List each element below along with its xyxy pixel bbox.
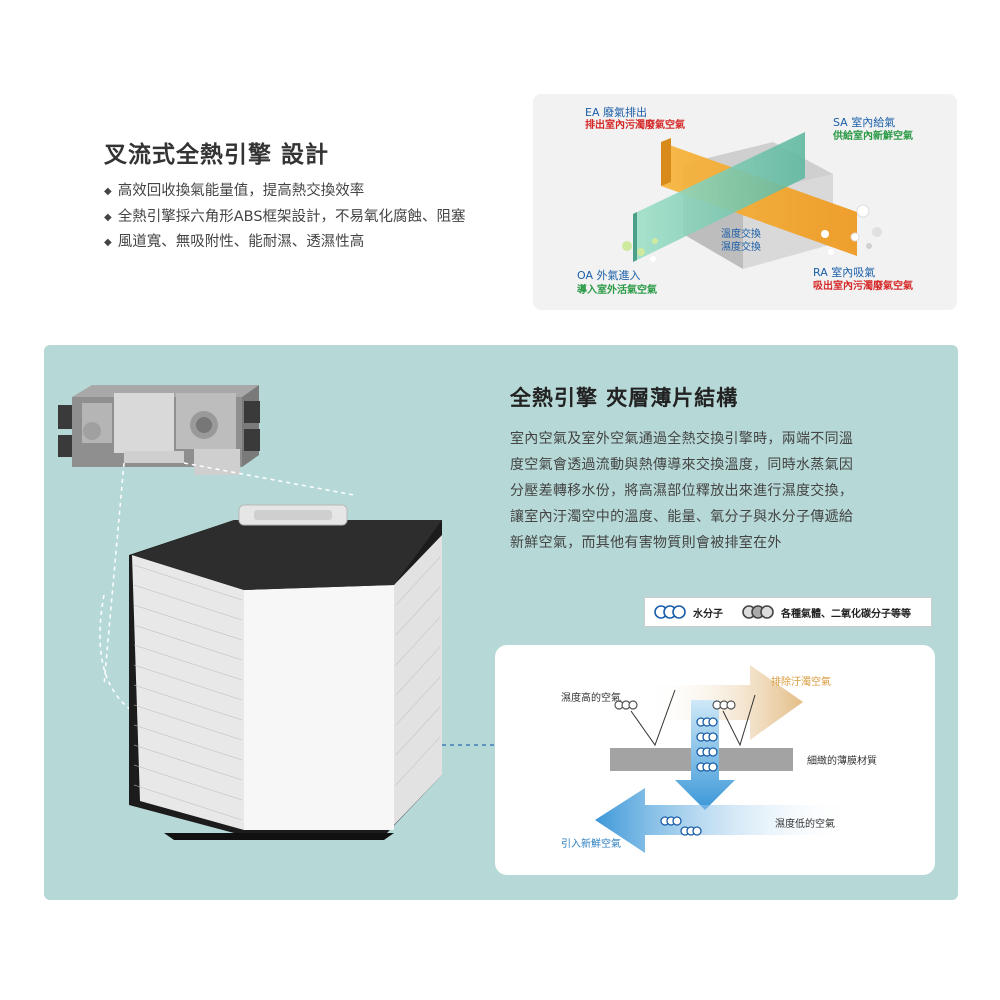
ea-sublabel: 排出室內污濁廢氣空氣 <box>585 120 685 131</box>
diamond-bullet-icon: ◆ <box>104 237 112 248</box>
crossflow-diagram: EA 廢氣排出 排出室內污濁廢氣空氣 SA 室內給氣 供給室內新鮮空氣 溫度交換… <box>533 94 957 310</box>
center-label-humidity: 濕度交換 <box>721 242 761 253</box>
engine-description: 室內空氣及室外空氣通過全熱交換引擎時，兩端不同溫 度空氣會透過流動與熱傳導來交換… <box>510 431 854 551</box>
membrane-illustration <box>595 665 855 853</box>
feature-item: ◆全熱引擎採六角形ABS框架設計，不易氧化腐蝕、阻塞 <box>104 205 466 231</box>
diamond-bullet-icon: ◆ <box>104 186 112 197</box>
gas-molecule-icon <box>742 605 774 619</box>
low-humidity-label: 濕度低的空氣 <box>775 819 835 830</box>
ra-label: RA 室內吸氣 <box>813 266 876 279</box>
feature-item: ◆風道寬、無吸附性、能耐濕、透濕性高 <box>104 230 466 256</box>
ra-sublabel: 吸出室內污濁廢氣空氣 <box>813 281 913 292</box>
ea-label: EA 廢氣排出 <box>585 106 647 119</box>
oa-sublabel: 導入室外活氣空氣 <box>577 285 657 296</box>
feature-item: ◆高效回收換氣能量值，提高熱交換效率 <box>104 179 466 205</box>
ventilation-unit-image <box>58 385 260 475</box>
crossflow-illustration <box>622 132 882 269</box>
hexagonal-core-image <box>129 504 442 840</box>
fresh-air-label: 引入新鮮空氣 <box>561 839 621 850</box>
high-humidity-label: 濕度高的空氣 <box>561 693 621 704</box>
section-title-engine: 全熱引擎 夾層薄片結構 <box>510 386 739 410</box>
legend-gases-label: 各種氣體、二氧化碳分子等等 <box>781 608 911 620</box>
membrane-diagram: 濕度高的空氣 排除汙濁空氣 細緻的薄膜材質 濕度低的空氣 引入新鮮空氣 <box>495 645 935 875</box>
heat-exchanger-illustration <box>58 385 502 840</box>
sa-label: SA 室內給氣 <box>833 116 896 129</box>
membrane-label: 細緻的薄膜材質 <box>807 756 877 767</box>
legend-water-label: 水分子 <box>693 608 723 620</box>
water-molecule-icon <box>654 605 686 619</box>
molecule-legend: 水分子 各種氣體、二氧化碳分子等等 <box>644 597 932 627</box>
oa-label: OA 外氣進入 <box>577 269 641 282</box>
section-title-crossflow: 叉流式全熱引擎 設計 <box>104 142 330 168</box>
diamond-bullet-icon: ◆ <box>104 211 112 223</box>
center-label-temp: 溫度交換 <box>721 229 761 240</box>
exhaust-label: 排除汙濁空氣 <box>771 677 831 688</box>
sa-sublabel: 供給室內新鮮空氣 <box>833 131 913 142</box>
feature-list: ◆高效回收換氣能量值，提高熱交換效率 ◆全熱引擎採六角形ABS框架設計，不易氧化… <box>104 179 466 256</box>
